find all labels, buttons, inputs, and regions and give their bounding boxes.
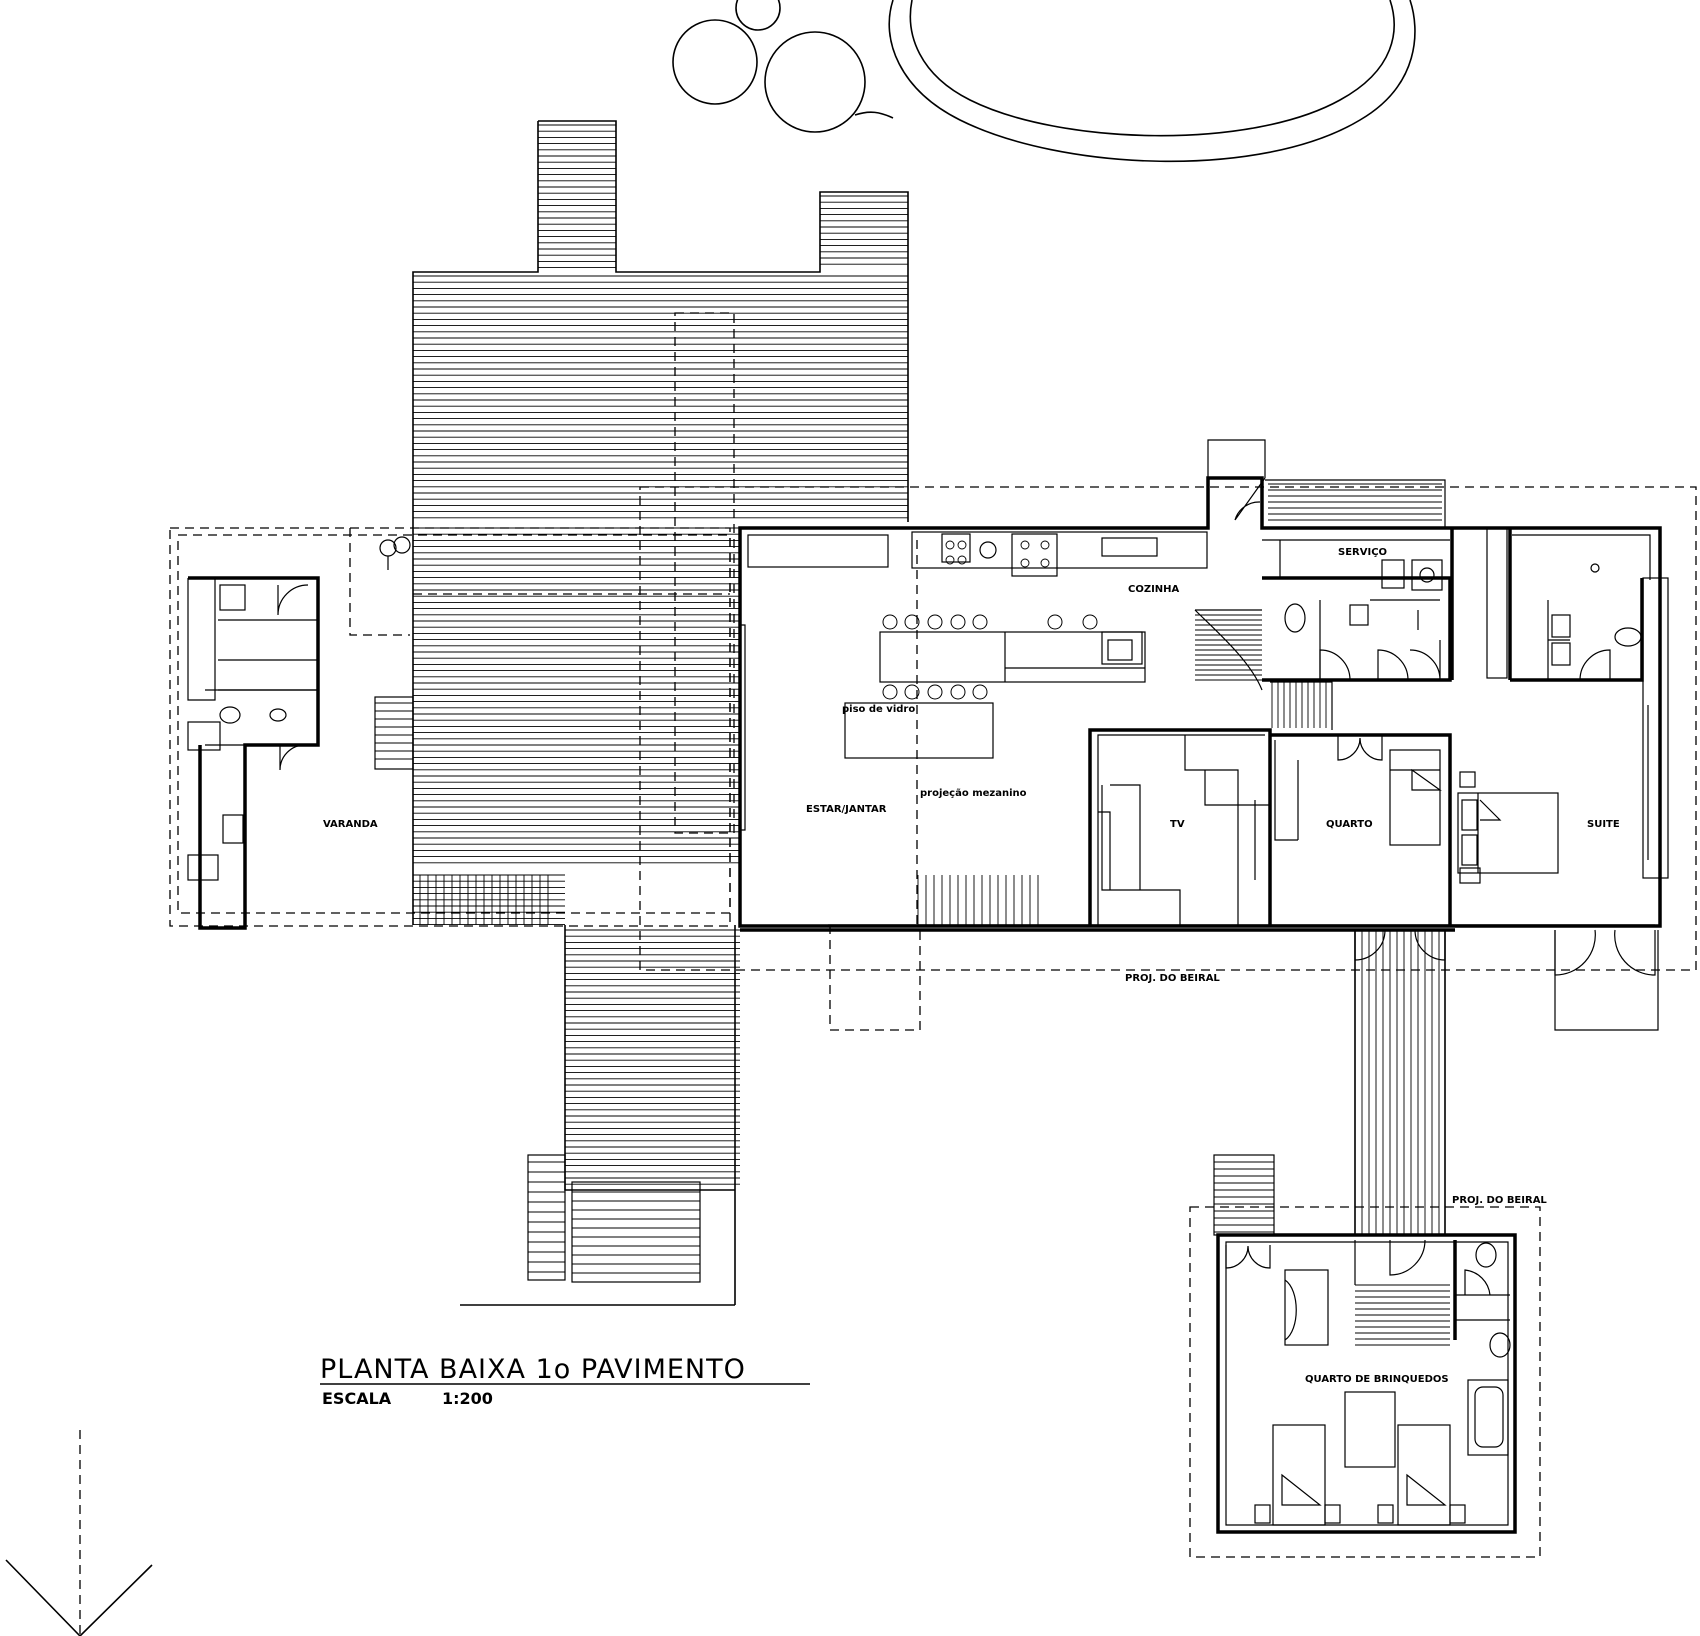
label-varanda: VARANDA <box>323 819 378 830</box>
north-arrow <box>5 1430 153 1636</box>
pool-and-trees <box>672 0 1416 163</box>
stove-burner <box>945 555 955 565</box>
bar-stool <box>882 614 898 630</box>
bar-stool <box>950 684 966 700</box>
main-house <box>419 439 1669 1031</box>
bar-stool <box>904 684 920 700</box>
bar-stool <box>882 684 898 700</box>
stove-burner <box>945 540 955 550</box>
note-piso-vidro: piso de vidro <box>842 704 915 715</box>
note-projecao-mezanino: projeção mezanino <box>920 788 1027 799</box>
label-servico: SERVIÇO <box>1338 547 1387 558</box>
bar-stool <box>950 614 966 630</box>
label-tv: TV <box>1170 819 1185 830</box>
bar-stool <box>972 684 988 700</box>
bar-stool <box>1082 614 1098 630</box>
stove-burner <box>957 555 967 565</box>
bar-stool <box>927 684 943 700</box>
roof-projections <box>169 312 1697 1558</box>
stove-burner <box>1020 558 1030 568</box>
varanda-block <box>187 536 411 930</box>
label-estar-jantar: ESTAR/JANTAR <box>806 804 887 815</box>
label-suite: SUITE <box>1587 819 1620 830</box>
label-cozinha: COZINHA <box>1128 584 1180 595</box>
bar-stool <box>927 614 943 630</box>
label-quarto-brinquedos: QUARTO DE BRINQUEDOS <box>1305 1374 1449 1385</box>
bar-stool <box>972 614 988 630</box>
scale-label: ESCALA <box>322 1389 392 1408</box>
playroom-block <box>1213 1154 1517 1534</box>
bar-stool <box>1047 614 1063 630</box>
note-proj-beiral-2: PROJ. DO BEIRAL <box>1452 1195 1547 1206</box>
wood-deck <box>374 120 909 1306</box>
label-quarto: QUARTO <box>1326 819 1373 830</box>
stove-burner <box>1040 540 1050 550</box>
bar-stool <box>904 614 920 630</box>
plan-title: PLANTA BAIXA 1o PAVIMENTO <box>320 1354 746 1385</box>
covered-walkway <box>1354 930 1446 1235</box>
stove-burner <box>1040 558 1050 568</box>
stove-burner <box>1020 540 1030 550</box>
stove-burner <box>957 540 967 550</box>
scale-value: 1:200 <box>442 1389 493 1408</box>
note-proj-beiral-1: PROJ. DO BEIRAL <box>1125 973 1220 984</box>
